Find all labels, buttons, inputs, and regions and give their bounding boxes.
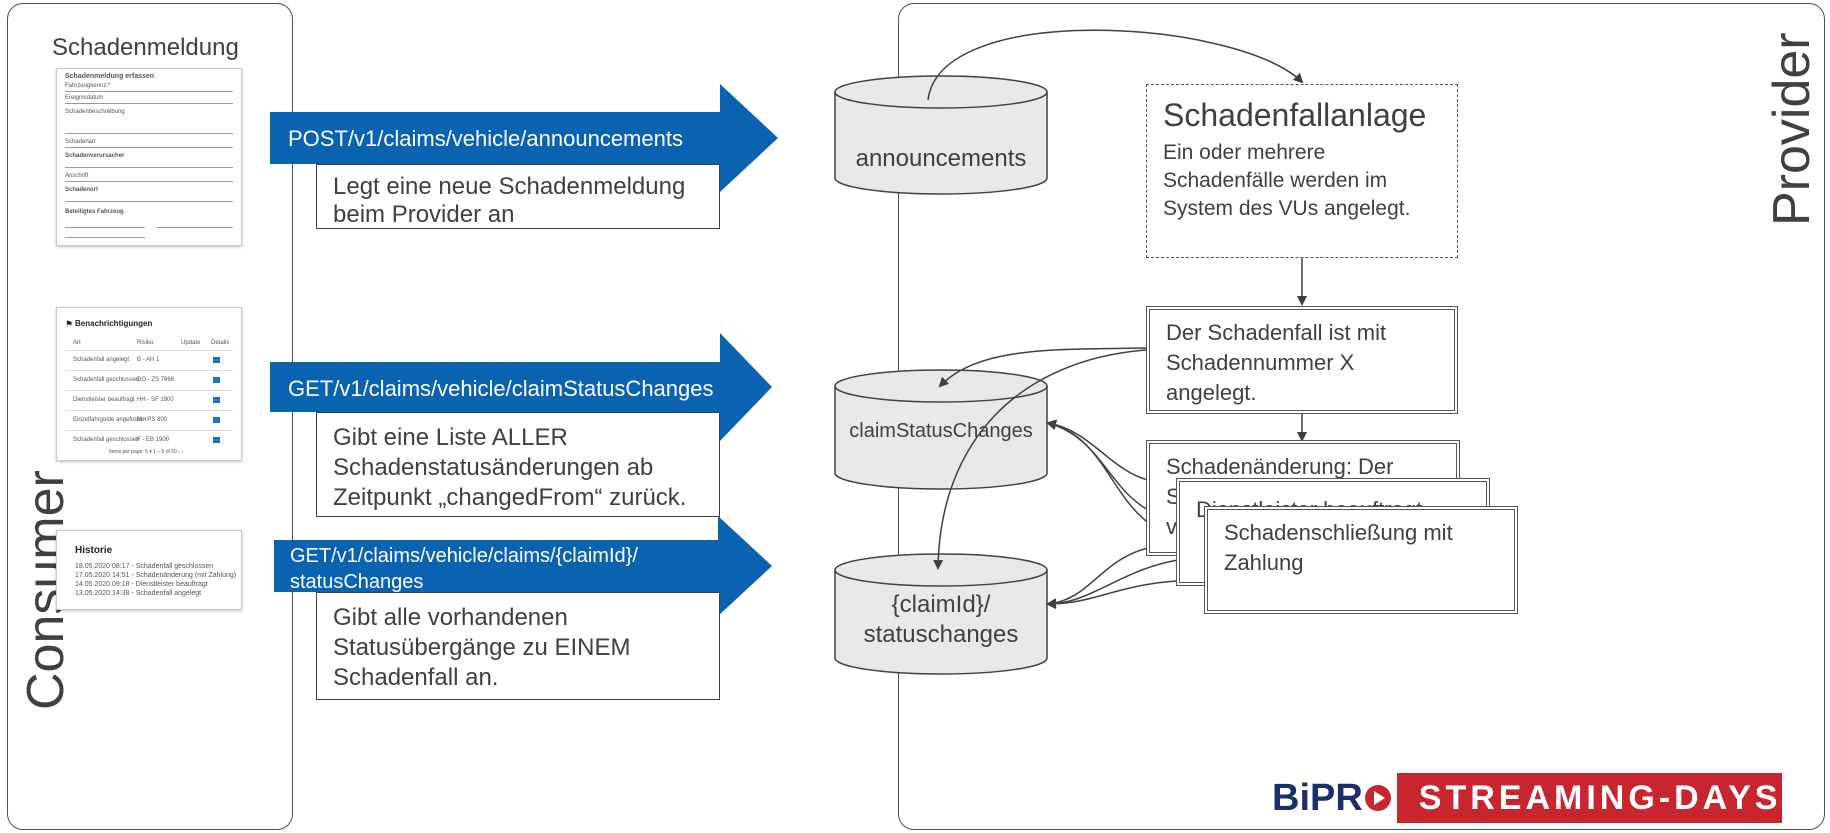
connector-aenderung-to-statuschanges xyxy=(1046,547,1149,609)
table-row[interactable]: Schadenfall angelegt B - AH 1 xyxy=(65,350,233,371)
streaming-days-text: STREAMING-DAYS xyxy=(1418,778,1782,817)
table-row[interactable]: Schadenfall geschlossen F - EB 1900 xyxy=(65,430,233,451)
row-risiko: F - EB 1900 xyxy=(137,437,170,443)
form-field-label: Schadenort xyxy=(65,187,99,193)
form-field-label: Schadenbeschreibung xyxy=(65,109,125,115)
history-entry: 17.05.2020 14:51 - Schadenänderung (mit … xyxy=(75,572,237,579)
col-header-update: Update xyxy=(181,340,201,346)
open-details-icon[interactable] xyxy=(213,357,220,363)
description-claimstatuschanges: Gibt eine Liste ALLER Schadenstatusänder… xyxy=(316,412,720,517)
api-arrow-get-statuschanges xyxy=(274,516,772,616)
connector-aenderung-to-claimstatus xyxy=(1046,419,1149,481)
schadenfall-angelegt-box: Der Schadenfall ist mit Schadennummer X … xyxy=(1146,306,1458,414)
endpoint-line-2: statusChanges xyxy=(290,571,424,593)
endpoint-get-statuschanges: GET/v1/claims/vehicle/claims/{claimId}/ … xyxy=(290,543,638,595)
open-details-icon[interactable] xyxy=(213,417,220,423)
api-arrow-get-claimstatuschanges xyxy=(270,333,772,441)
history-entry: 13.05.2020 14:38 - Schadenfall angelegt xyxy=(75,590,202,597)
open-details-icon[interactable] xyxy=(213,377,220,383)
screen-title: Benachrichtigungen xyxy=(75,319,153,328)
form-field-label: Ereignisdatum xyxy=(65,95,104,101)
form-field-label: Schadenverursacher xyxy=(65,153,125,159)
connector-schadenfall-to-claimstatus xyxy=(938,347,1147,388)
pagination[interactable]: Items per page: 5 ▾ 1 – 5 of 50 ‹ › xyxy=(109,449,183,455)
history-entry: 18.05.2020 08:17 - Schadenfall geschloss… xyxy=(75,563,214,570)
database-statuschanges xyxy=(834,553,1048,675)
benachrichtigungen-screenshot: ⚑ Benachrichtigungen Art Risiko Update D… xyxy=(56,307,242,461)
schadenfallanlage-box: Schadenfallanlage Ein oder mehrere Schad… xyxy=(1146,84,1458,258)
database-label-statuschanges: {claimId}/ statuschanges xyxy=(835,590,1047,650)
stack-text-line: Schadenänderung: Der xyxy=(1166,454,1394,479)
db-label-line: statuschanges xyxy=(863,621,1019,648)
endpoint-get-claimstatuschanges: GET/v1/claims/vehicle/claimStatusChanges xyxy=(288,376,714,401)
row-risiko: M - PS 800 xyxy=(137,417,168,423)
screen-title: Historie xyxy=(75,545,113,556)
schadenmeldung-screenshot: Schadenmeldung erfassen Fahrzeugkennz.* … xyxy=(56,68,242,246)
historie-screenshot: Historie 18.05.2020 08:17 - Schadenfall … xyxy=(56,530,242,610)
schadenschliessung-box: Schadenschließung mit Zahlung xyxy=(1204,506,1518,614)
bipro-text: BiPR xyxy=(1272,776,1363,819)
stack-text-line: v xyxy=(1166,514,1177,539)
database-label-announcements: announcements xyxy=(855,145,1027,172)
form-field-label: Beteiligtes Fahrzeug xyxy=(65,209,124,215)
bell-icon: ⚑ xyxy=(65,319,74,329)
database-label-claimstatuschanges: claimStatusChanges xyxy=(849,420,1033,442)
screen-title: Schadenmeldung erfassen xyxy=(65,73,155,80)
col-header-art: Art xyxy=(73,340,81,346)
connector-dienstleister-to-statuschanges xyxy=(1046,559,1179,609)
bipro-streaming-days-logo: BiPR STREAMING-DAYS xyxy=(1262,773,1782,823)
schadenmeldung-caption: Schadenmeldung xyxy=(52,34,239,61)
form-field-label: Schadenart xyxy=(65,139,96,145)
description-statuschanges: Gibt alle vorhandenen Statusübergänge zu… xyxy=(316,592,720,700)
row-art: Schadenfall angelegt xyxy=(73,357,130,363)
open-details-icon[interactable] xyxy=(213,397,220,403)
bipro-wordmark: BiPR xyxy=(1262,773,1397,823)
row-art: Schadenfall geschlossen xyxy=(73,437,140,443)
database-announcements xyxy=(834,75,1048,195)
api-arrow-post-announcements xyxy=(270,84,778,192)
row-risiko: HH - SF 1900 xyxy=(137,397,174,403)
row-art: Einzelfahrgelde angefordert xyxy=(73,417,147,423)
schadenschliessung-text: Schadenschließung mit Zahlung xyxy=(1224,520,1453,575)
schadenfallanlage-body: Ein oder mehrere Schadenfälle werden im … xyxy=(1163,141,1411,220)
endpoint-post-announcements: POST/v1/claims/vehicle/announcements xyxy=(288,126,683,151)
row-risiko: B - AH 1 xyxy=(137,357,160,363)
description-announcements: Legt eine neue Schadenmeldung beim Provi… xyxy=(316,164,720,229)
row-art: Dienstleister beauftragt xyxy=(73,397,135,403)
col-header-details: Details xyxy=(211,340,230,346)
db-label-line: {claimId}/ xyxy=(891,591,991,618)
col-header-risiko: Risiko xyxy=(137,340,154,346)
connector-schadenfall-to-statuschanges xyxy=(933,349,1147,570)
schadenfallanlage-title: Schadenfallanlage xyxy=(1163,97,1427,133)
table-row[interactable]: Schadenfall geschlossen DO - ZS 7968 xyxy=(65,370,233,391)
form-field-label: Anschrift xyxy=(65,173,89,179)
connector-announcements-to-anlage xyxy=(927,29,1304,101)
endpoint-line-1: GET/v1/claims/vehicle/claims/{claimId}/ xyxy=(290,545,638,567)
table-row[interactable]: Einzelfahrgelde angefordert M - PS 800 xyxy=(65,410,233,431)
row-risiko: DO - ZS 7968 xyxy=(137,377,175,383)
form-field-label: Fahrzeugkennz.* xyxy=(65,83,111,89)
history-entry: 14.05.2020 09:18 - Dienstleister beauftr… xyxy=(75,581,208,588)
play-icon xyxy=(1364,785,1391,811)
open-details-icon[interactable] xyxy=(213,437,220,443)
row-art: Schadenfall geschlossen xyxy=(73,377,140,383)
table-row[interactable]: Dienstleister beauftragt HH - SF 1900 xyxy=(65,390,233,411)
